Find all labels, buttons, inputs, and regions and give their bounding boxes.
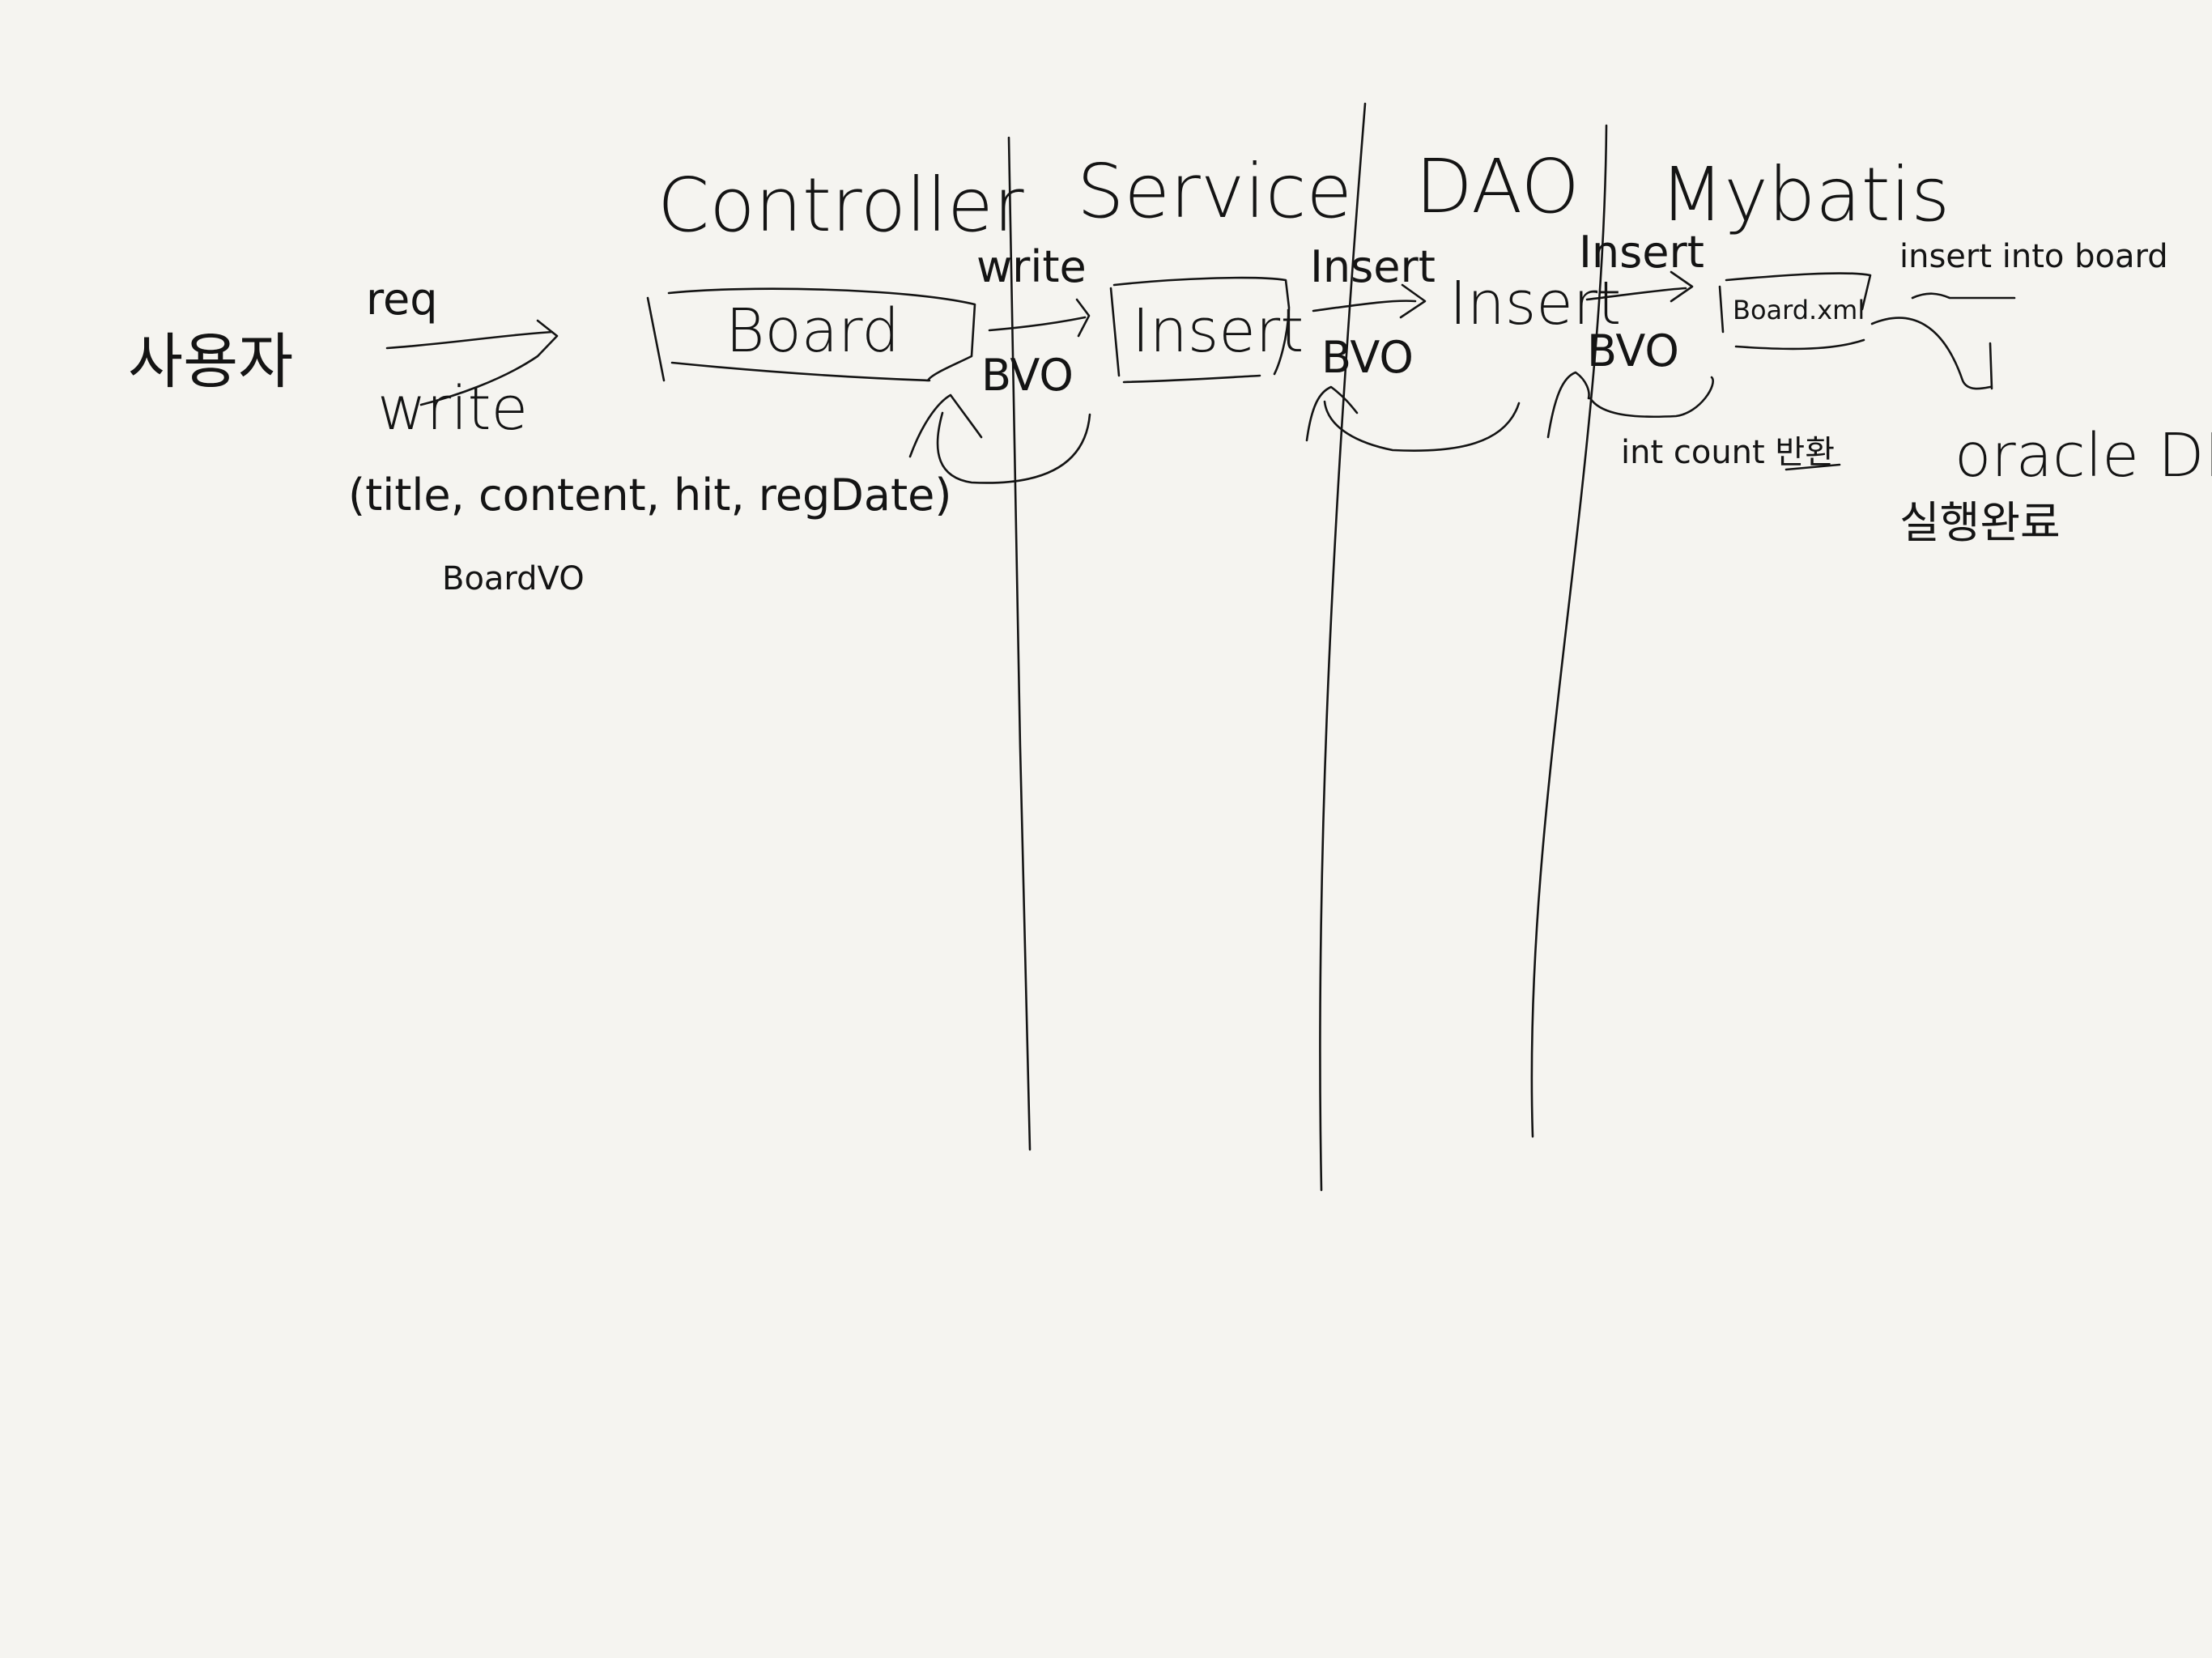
mybatis-to-db-arrow bbox=[1870, 317, 1993, 390]
boardvo-note: BoardVO bbox=[442, 560, 585, 597]
dao-to-mybatis-arrow bbox=[1585, 270, 1694, 303]
service-box-label: Insert bbox=[1132, 296, 1304, 366]
divider-dao-mybatis bbox=[1530, 124, 1608, 1138]
controller-param-label: BVO bbox=[981, 350, 1074, 401]
dao-return-underline bbox=[1784, 463, 1841, 471]
service-box bbox=[1109, 276, 1291, 384]
dao-label: Insert bbox=[1449, 269, 1621, 338]
request-label: req bbox=[366, 274, 438, 325]
controller-box-label: Board bbox=[725, 296, 900, 366]
db-label: oracle DB bbox=[1955, 421, 2212, 491]
layer-title-dao: DAO bbox=[1415, 143, 1580, 230]
mybatis-box-label: Board.xml bbox=[1733, 295, 1865, 325]
controller-call-label: write bbox=[976, 241, 1087, 292]
divider-service-dao bbox=[1319, 102, 1367, 1192]
request-arrow bbox=[385, 319, 559, 406]
mybatis-sql-note: insert into board bbox=[1899, 238, 2168, 275]
mybatis-sql-underline bbox=[1911, 292, 2016, 300]
layer-title-mybatis: Mybatis bbox=[1660, 151, 1950, 238]
controller-box bbox=[646, 287, 976, 382]
layer-title-controller: Controller bbox=[657, 162, 1024, 249]
user-label: 사용자 bbox=[128, 327, 293, 397]
request-params-label: (title, content, hit, regDate) bbox=[348, 470, 951, 521]
dao-call-label: Insert bbox=[1579, 227, 1704, 278]
divider-controller-service bbox=[1007, 136, 1032, 1151]
dao-param-label: BVO bbox=[1587, 325, 1679, 376]
controller-to-service-arrow bbox=[988, 298, 1091, 338]
service-to-dao-arrow bbox=[1312, 283, 1427, 319]
dao-return-note: int count 반환 bbox=[1621, 434, 1835, 471]
service-param-label: BVO bbox=[1321, 332, 1414, 383]
request-method-label: write bbox=[377, 374, 528, 444]
service-return-arrow bbox=[908, 393, 1091, 484]
db-status: 실행완료 bbox=[1899, 497, 2061, 548]
mybatis-return-arrow bbox=[1546, 371, 1714, 439]
layer-title-service: Service bbox=[1077, 148, 1352, 235]
service-call-label: Insert bbox=[1310, 241, 1436, 292]
dao-return-arrow bbox=[1305, 385, 1521, 452]
mybatis-box bbox=[1718, 272, 1872, 351]
